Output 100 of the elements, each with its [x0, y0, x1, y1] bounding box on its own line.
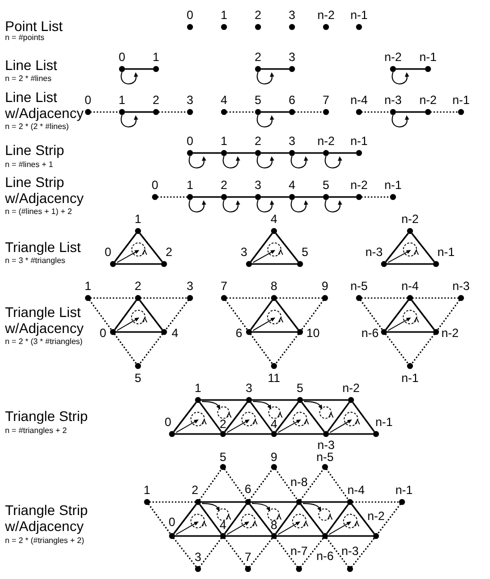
connector-line	[116, 331, 161, 333]
vertex-dot	[85, 295, 91, 301]
dotted-line	[139, 334, 163, 364]
vertex-dot	[135, 295, 141, 301]
dotted-line	[224, 300, 248, 330]
vertex-count-formula: n = #points	[5, 33, 44, 42]
vertex-dot	[153, 109, 159, 115]
connector-line	[250, 300, 273, 330]
vertex-dot	[271, 431, 277, 437]
vertex-number: n-1	[419, 51, 437, 63]
connector-line	[139, 232, 163, 262]
connector-line	[396, 68, 425, 70]
connector-line	[226, 535, 271, 537]
vertex-dot	[390, 194, 396, 200]
vertex-number: 4	[172, 327, 178, 339]
dotted-line	[412, 297, 459, 299]
row-title: Line Strip w/Adjacency	[5, 174, 84, 206]
vertex-dot	[246, 397, 252, 403]
connector-line	[275, 504, 298, 534]
dotted-line	[158, 111, 188, 113]
dotted-line	[88, 300, 112, 330]
connector-line	[227, 196, 255, 198]
connector-line	[175, 535, 220, 537]
vertex-number: 3	[246, 382, 252, 394]
connector-line	[328, 535, 373, 537]
dotted-line	[224, 538, 247, 568]
vertex-dot	[85, 109, 91, 115]
vertex-number: n-7	[290, 545, 308, 557]
dotted-line	[360, 300, 384, 330]
connector-line	[226, 433, 271, 435]
vertex-dot	[246, 261, 252, 267]
vertex-dot	[348, 397, 354, 403]
vertex-dot	[289, 194, 295, 200]
vertex-dot	[323, 24, 329, 30]
connector-line	[199, 504, 222, 534]
connector-line	[303, 399, 348, 401]
vertex-dot	[221, 194, 227, 200]
vertex-number: n-3	[341, 545, 359, 557]
vertex-dot	[144, 499, 150, 505]
connector-line	[173, 504, 197, 534]
vertex-dot	[433, 261, 439, 267]
vertex-number: 7	[220, 280, 228, 292]
vertex-dot	[425, 109, 431, 115]
dotted-line	[224, 468, 248, 500]
dotted-line	[300, 538, 324, 568]
vertex-number: 5	[322, 179, 330, 191]
vertex-dot	[110, 261, 116, 267]
vertex-dot	[255, 109, 261, 115]
connector-line	[300, 504, 324, 534]
vertex-number: n-3	[317, 439, 335, 451]
dotted-line	[90, 297, 136, 299]
connector-line	[114, 232, 137, 262]
dotted-line	[294, 111, 324, 113]
dotted-line	[114, 334, 138, 364]
vertex-dot	[323, 431, 329, 437]
vertex-number: 3	[288, 135, 296, 147]
vertex-number: n-2	[419, 94, 437, 106]
vertex-number: n-2	[317, 9, 335, 21]
vertex-dot	[169, 533, 175, 539]
vertex-count-formula: n = #lines + 1	[5, 160, 54, 169]
connector-line	[275, 300, 299, 330]
vertex-number: n-1	[384, 179, 402, 191]
connector-line	[261, 196, 289, 198]
connector-line	[329, 196, 356, 198]
vertex-count-formula: n = (#lines + 1) + 2	[5, 207, 72, 216]
connector-line	[251, 501, 296, 503]
connector-line	[275, 402, 299, 432]
row-title: Point List	[5, 18, 63, 34]
vertex-dot	[195, 397, 201, 403]
vertex-dot	[381, 329, 387, 335]
vertex-number: 5	[296, 382, 304, 394]
vertex-number: 3	[186, 94, 194, 106]
vertex-count-formula: n = 2 * #lines	[5, 74, 52, 83]
connector-line	[295, 196, 323, 198]
dotted-line	[385, 334, 409, 364]
dotted-line	[198, 468, 222, 500]
vertex-dot	[161, 261, 167, 267]
vertex-number: n-1	[350, 135, 368, 147]
vertex-number: 4	[220, 94, 228, 106]
vertex-dot	[119, 109, 125, 115]
vertex-dot	[246, 329, 252, 335]
vertex-number: 5	[254, 94, 262, 106]
vertex-dot	[195, 499, 201, 505]
dotted-line	[361, 297, 408, 299]
vertex-number: 4	[270, 418, 278, 430]
vertex-number: 1	[220, 135, 228, 147]
dotted-line	[326, 468, 350, 500]
vertex-dot	[347, 499, 353, 505]
connector-line	[139, 300, 163, 330]
dotted-line	[249, 538, 273, 568]
vertex-dot	[245, 499, 251, 505]
connector-line	[387, 331, 433, 333]
dotted-line	[275, 334, 299, 364]
vertex-dot	[373, 431, 379, 437]
vertex-number: 5	[134, 372, 142, 384]
vertex-number: 2	[220, 418, 226, 430]
vertex-number: n-2	[367, 510, 385, 522]
vertex-dot	[390, 109, 396, 115]
vertex-number: 10	[306, 327, 320, 339]
connector-line	[329, 152, 356, 154]
